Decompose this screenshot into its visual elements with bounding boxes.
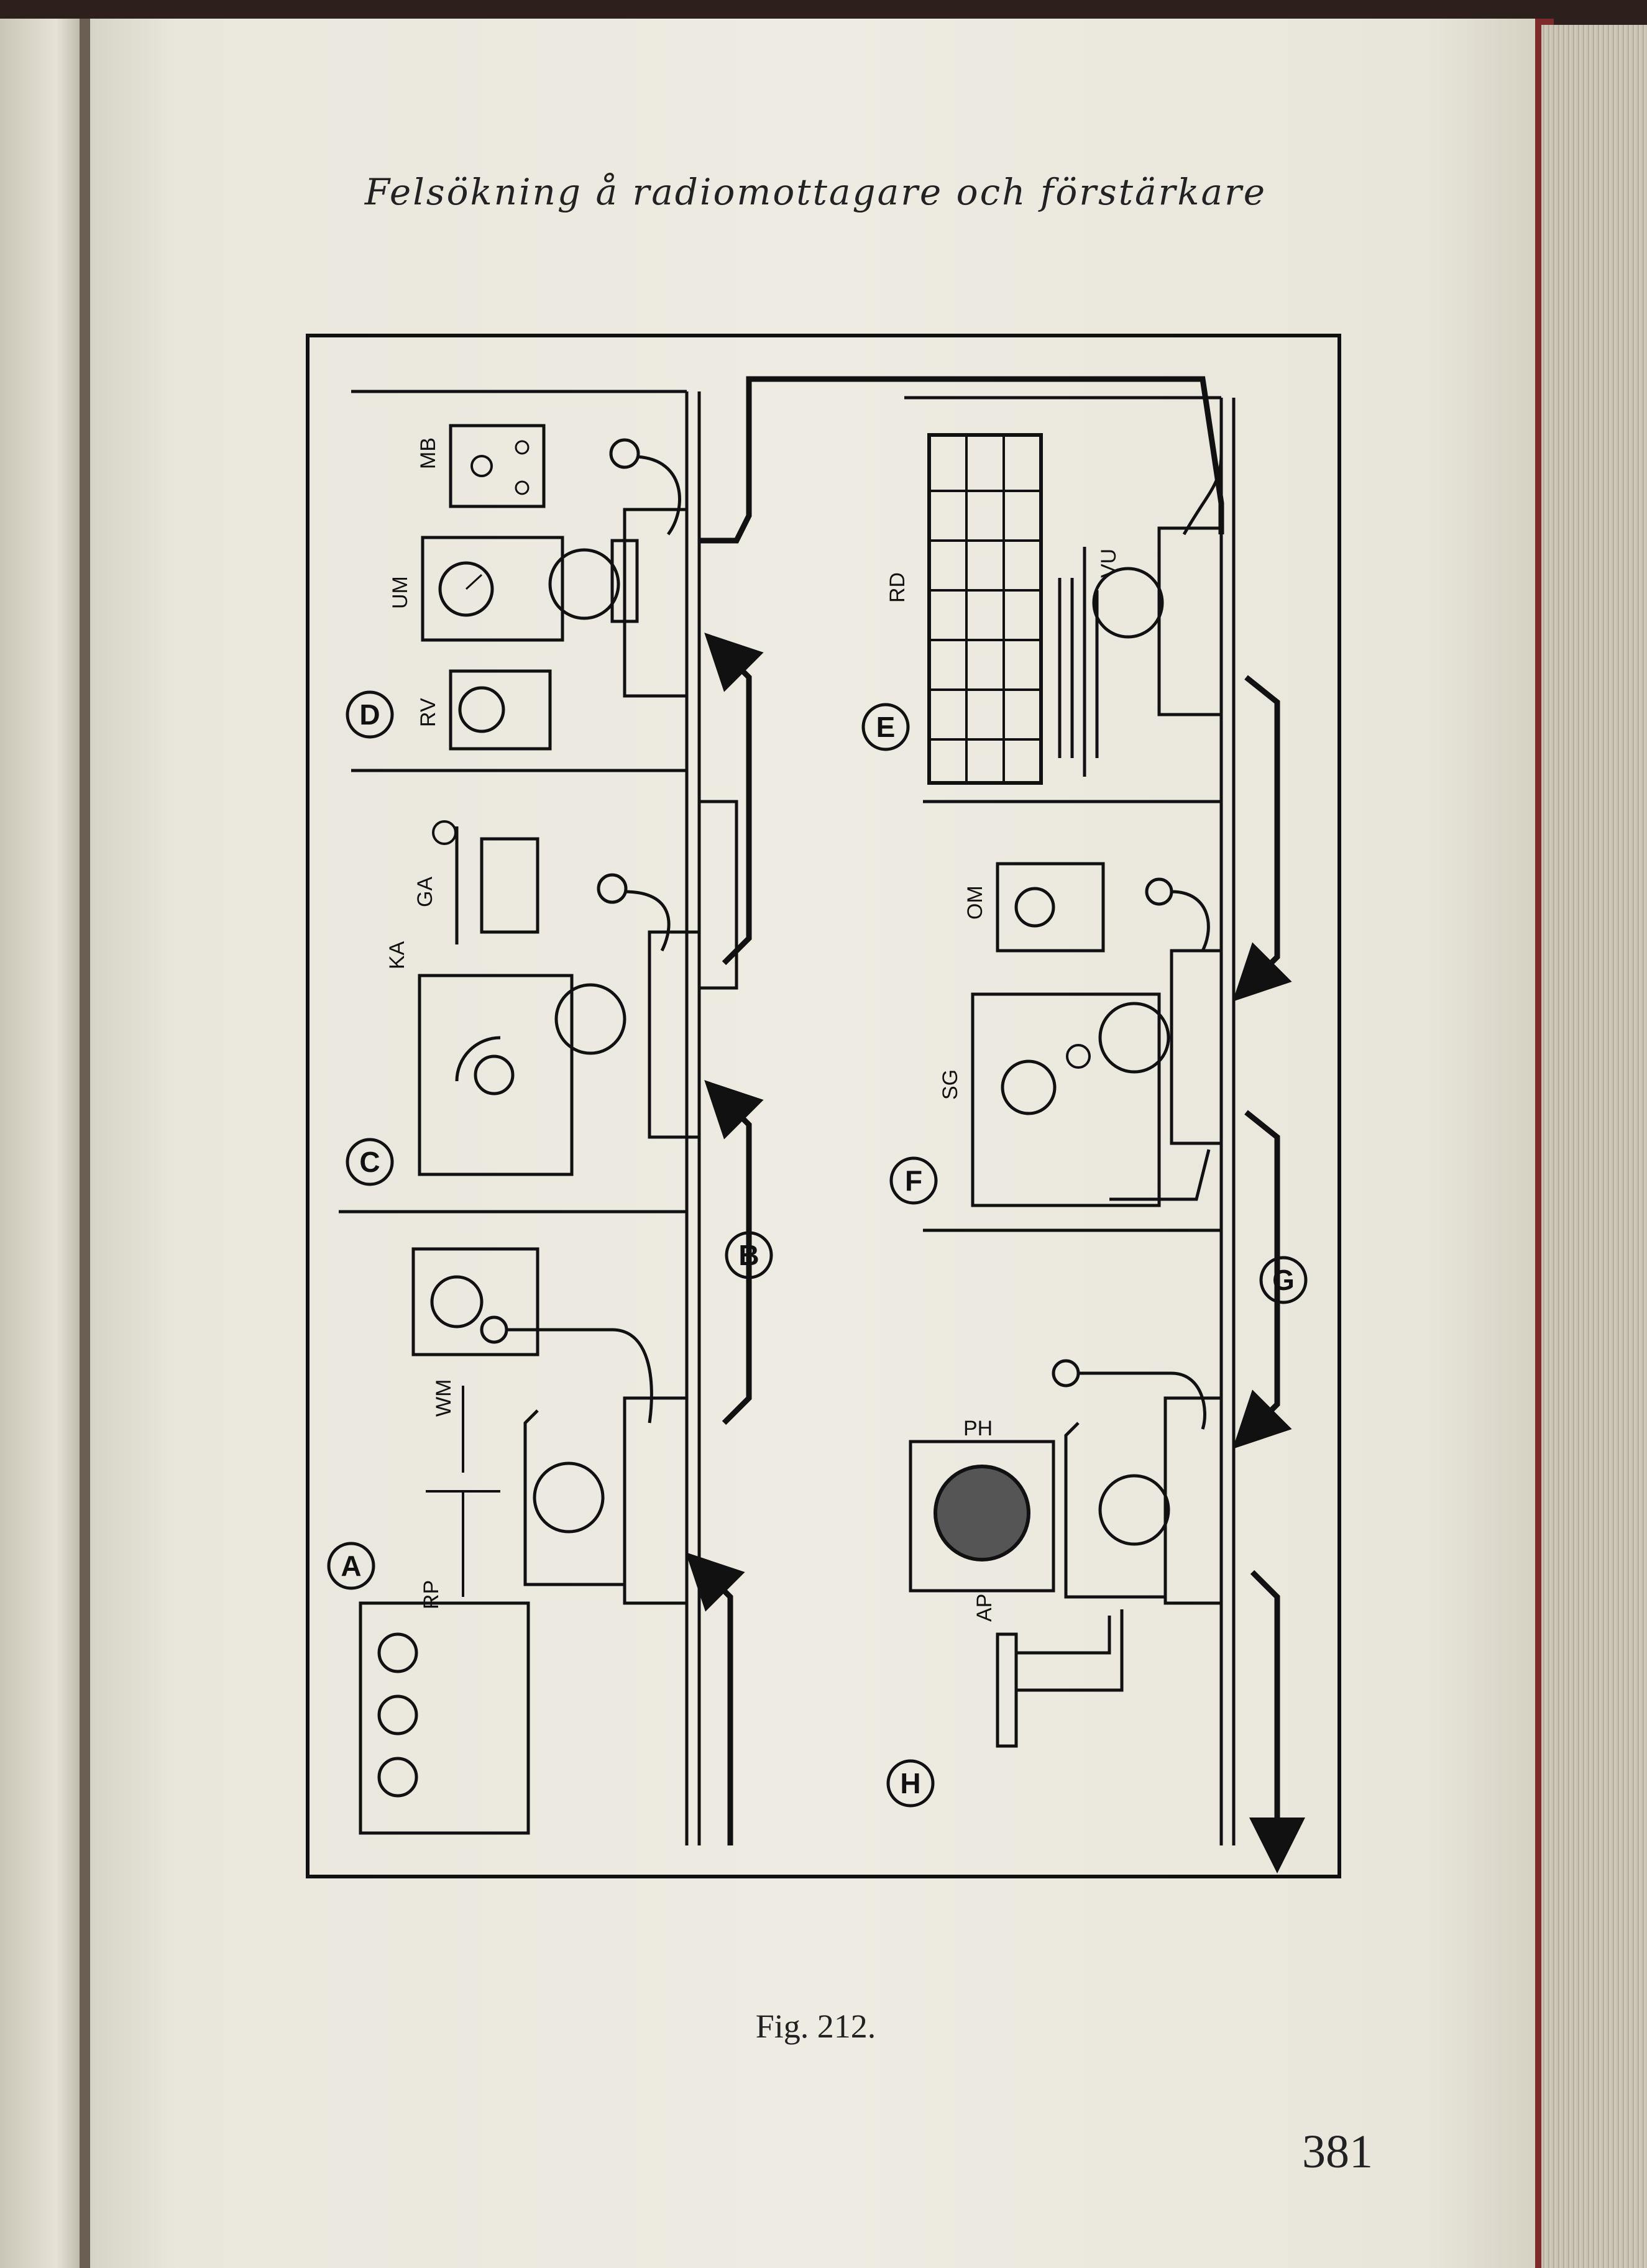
rack-rd: RD [886,433,1043,785]
instrument-rv: RV [416,669,552,751]
chassis-c [554,800,738,1139]
flow-arrow-d-in [699,376,1224,544]
svg-text:C: C [359,1146,380,1178]
label-om: OM [963,885,987,920]
chassis-h [1016,1359,1223,1692]
left-bench-lines [339,390,701,1845]
instrument-ph: PH [909,1417,1055,1593]
right-bench-lines [904,396,1236,1845]
svg-text:D: D [359,698,380,731]
svg-text:H: H [900,1767,920,1799]
label-ap: AP [973,1594,996,1622]
instrument-mb: MB [416,424,546,508]
instrument-wm: WM [411,1247,539,1417]
chassis-f [1098,877,1223,1201]
wm-rp-link [426,1386,500,1597]
label-wm: WM [432,1379,456,1417]
label-rp: RP [420,1580,443,1609]
svg-text:F: F [905,1164,922,1197]
flow-arrow-g [1232,1110,1292,1449]
figure-caption: Fig. 212. [755,2008,876,2045]
chassis-d [548,438,689,698]
flow-arrow-h-out [1249,1570,1305,1873]
label-um: UM [388,576,412,609]
station-c: C [346,1138,394,1186]
instrument-ga: GA [413,820,539,944]
flow-arrow-b [704,1080,764,1425]
flow-arrow-e [1232,675,1292,1002]
instrument-sg: SG [938,992,1161,1207]
tube-tester-vu: VU [1058,547,1121,777]
instrument-ap: AP [973,1594,1018,1748]
flow-arrow-a-in [686,1552,745,1845]
book-page: Felsökning å radiomottagare och förstärk… [90,19,1541,2268]
station-h: H [886,1759,935,1808]
label-ka: KA [385,941,409,969]
chassis-a [480,1315,689,1605]
running-head: Felsökning å radiomottagare och förstärk… [364,171,1267,213]
station-a: A [327,1542,375,1590]
station-d: D [346,690,394,739]
label-ph: PH [963,1417,993,1440]
svg-text:E: E [876,711,896,743]
label-rv: RV [416,698,440,727]
label-ga: GA [413,877,437,907]
left-page-edge [0,19,81,2268]
station-g: G [1259,1256,1308,1304]
label-sg: SG [938,1069,962,1100]
instrument-ka: KA [385,941,574,1176]
instrument-rp: RP [359,1580,530,1835]
book-gutter [80,19,93,2268]
svg-text:A: A [341,1550,361,1582]
label-mb: MB [416,437,440,469]
page-stack [1541,25,1647,2268]
workshop-diagram: MB UM RV D [301,329,1346,1883]
chassis-e [1092,453,1223,716]
instrument-om: OM [963,862,1105,953]
label-rd: RD [886,572,909,603]
station-e: E [861,703,910,751]
station-f: F [889,1156,938,1205]
instrument-um: UM [388,536,564,642]
page-number: 381 [1302,2126,1373,2178]
